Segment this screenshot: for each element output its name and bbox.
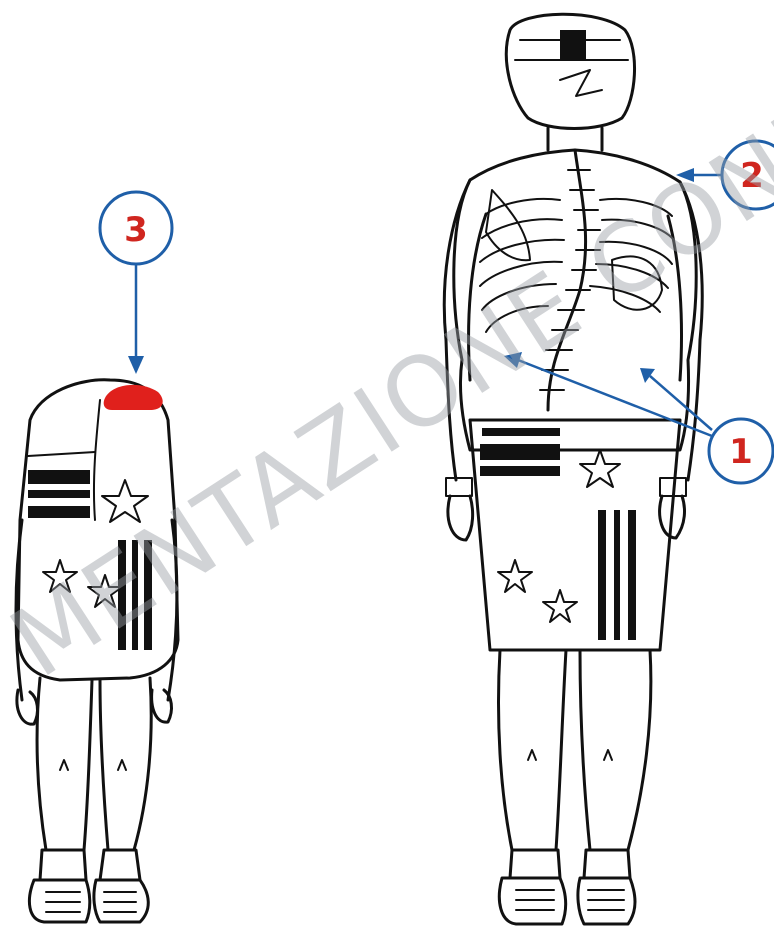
callout-1-label: 1 bbox=[729, 432, 753, 472]
callout-3: 3 bbox=[100, 192, 172, 374]
standing-figure bbox=[444, 14, 702, 924]
callout-3-label: 3 bbox=[124, 210, 148, 250]
rib-hump-highlight bbox=[104, 385, 163, 410]
callout-3-arrowhead bbox=[128, 356, 144, 374]
callout-1-arrowhead-b bbox=[640, 368, 655, 383]
